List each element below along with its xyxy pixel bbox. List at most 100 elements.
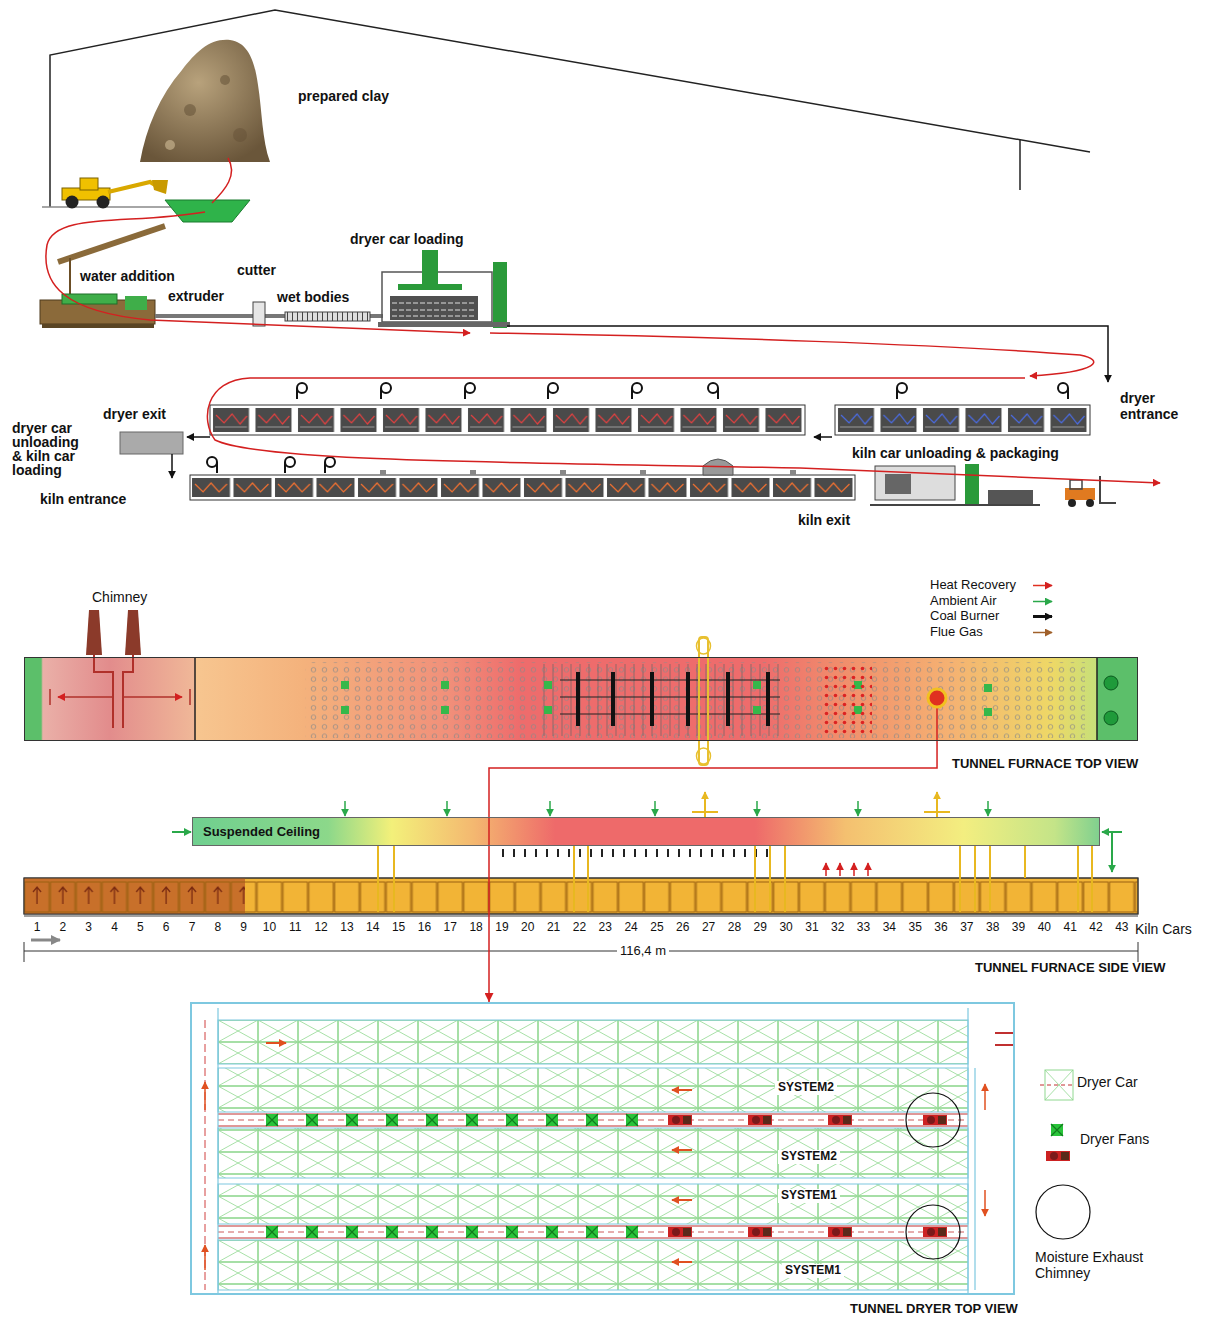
car-number: 33 [857, 921, 870, 935]
feed-hopper [165, 200, 250, 222]
suspended-ceiling-band: Suspended Ceiling [192, 817, 1100, 846]
furnace-top-drawing [544, 681, 552, 689]
dryer-car-loader [398, 284, 462, 290]
dryer-top-drawing [586, 1114, 598, 1126]
clay-pile [233, 128, 247, 142]
car-number: 7 [189, 921, 196, 935]
furnace-top-drawing [936, 707, 938, 741]
extruder [42, 324, 154, 328]
dryer-tunnel [171, 454, 173, 478]
legend-arrow-samples [1033, 615, 1052, 618]
system-label: SYSTEM2 [778, 1150, 840, 1164]
dryer-top-drawing [306, 1226, 318, 1238]
car-number: 15 [392, 921, 405, 935]
car-number: 26 [676, 921, 689, 935]
car-number: 11 [289, 921, 301, 935]
car-number: 9 [240, 921, 247, 935]
dryer-top-drawing [984, 1190, 986, 1216]
furnace-side-drawing [344, 801, 346, 816]
furnace-side-drawing [654, 801, 656, 816]
dryer-top-drawing [190, 1002, 1015, 1295]
furnace-top-drawing [822, 664, 872, 736]
kiln-tunnel [325, 457, 335, 473]
system-label: SYSTEM1 [782, 1264, 844, 1278]
car-number: 34 [883, 921, 896, 935]
legend-arrow-samples [1033, 632, 1052, 634]
part-label: wet bodies [277, 289, 349, 305]
furnace-side-drawing [936, 792, 938, 817]
dryer-tunnel [381, 383, 391, 399]
dryer-top-drawing [672, 1199, 692, 1201]
car-number: 6 [163, 921, 170, 935]
dryer-top-drawing [906, 1093, 960, 1147]
extruder [285, 312, 370, 321]
dryer-top-drawing [218, 1020, 968, 1064]
car-number: 4 [111, 921, 118, 935]
chimney-stacks [50, 689, 190, 705]
kiln-tunnel [640, 470, 646, 475]
view-title: TUNNEL FURNACE SIDE VIEW [975, 961, 1165, 976]
furnace-top-drawing [1104, 676, 1118, 690]
kiln-tunnel [380, 470, 386, 475]
wheel-loader [152, 180, 168, 194]
dryer-top-view: TUNNEL DRYER TOP VIEW [190, 1002, 1015, 1295]
legend-entry: Ambient Air [930, 594, 996, 609]
furnace-top-drawing [24, 637, 1138, 765]
car-number: 20 [521, 921, 534, 935]
part-label: prepared clay [298, 88, 389, 104]
legend-text: Dryer Car [1077, 1074, 1138, 1090]
furnace-top-drawing [1097, 657, 1138, 741]
dryer-top-drawing [672, 1149, 692, 1151]
furnace-side-drawing [987, 801, 989, 816]
car-number: 13 [340, 921, 353, 935]
part-label: cutter [237, 262, 276, 278]
dryer-top-drawing [218, 1184, 968, 1224]
car-number: 43 [1115, 921, 1128, 935]
furnace-top-drawing [984, 708, 992, 716]
dryer-top-drawing [748, 1227, 772, 1237]
dryer-legend-samples [1046, 1151, 1070, 1161]
dryer-tunnel [632, 383, 642, 399]
car-number: 35 [909, 921, 922, 935]
wheel-loader [97, 196, 110, 209]
dryer-top-drawing [586, 1226, 598, 1238]
furnace-top-drawing [544, 706, 552, 714]
dryer-car-loader [390, 296, 478, 320]
furnace-top-drawing [578, 672, 768, 726]
kiln-tunnel [790, 470, 796, 475]
dryer-top-drawing [218, 1114, 968, 1238]
furnace-side-drawing [549, 801, 551, 816]
furnace-side-drawing [756, 801, 758, 816]
dryer-tunnel [708, 383, 718, 399]
dryer-top-drawing [266, 1114, 278, 1126]
chimney-stacks [50, 610, 190, 728]
chimney-stacks [86, 610, 102, 655]
unloading-and-packaging [1065, 488, 1095, 500]
legend-arrow-samples [1033, 585, 1052, 587]
car-number: 29 [754, 921, 767, 935]
dryer-tunnel [297, 383, 307, 399]
wheel-loader [80, 178, 98, 190]
car-number: 30 [779, 921, 792, 935]
furnace-top-drawing [441, 681, 449, 689]
unloading-and-packaging [870, 464, 1116, 507]
legend-entry: Dryer Car [1077, 1074, 1138, 1090]
legend-entry: Moisture Exhaust Chimney [1035, 1249, 1160, 1281]
legend-arrow-samples [1033, 586, 1052, 633]
extruder [253, 302, 265, 326]
furnace-side-drawing [24, 942, 1138, 962]
dryer-top-drawing [218, 1128, 968, 1178]
part-label: kiln car unloading & packaging [852, 445, 1059, 461]
dryer-tunnel [897, 383, 907, 399]
car-number: 8 [214, 921, 221, 935]
heat-recovery-connector [489, 741, 937, 1002]
unloading-and-packaging [870, 504, 1040, 506]
building-outline [1019, 140, 1021, 190]
dryer-top-drawing [466, 1114, 478, 1126]
dryer-car-loader [378, 322, 510, 327]
kiln-tunnel [470, 470, 476, 475]
dryer-top-drawing [218, 1008, 975, 1295]
dryer-top-drawing [506, 1114, 518, 1126]
node-heading: TUNNEL DRYER TOP VIEW [850, 1301, 1018, 1317]
dryer-top-drawing [386, 1226, 398, 1238]
